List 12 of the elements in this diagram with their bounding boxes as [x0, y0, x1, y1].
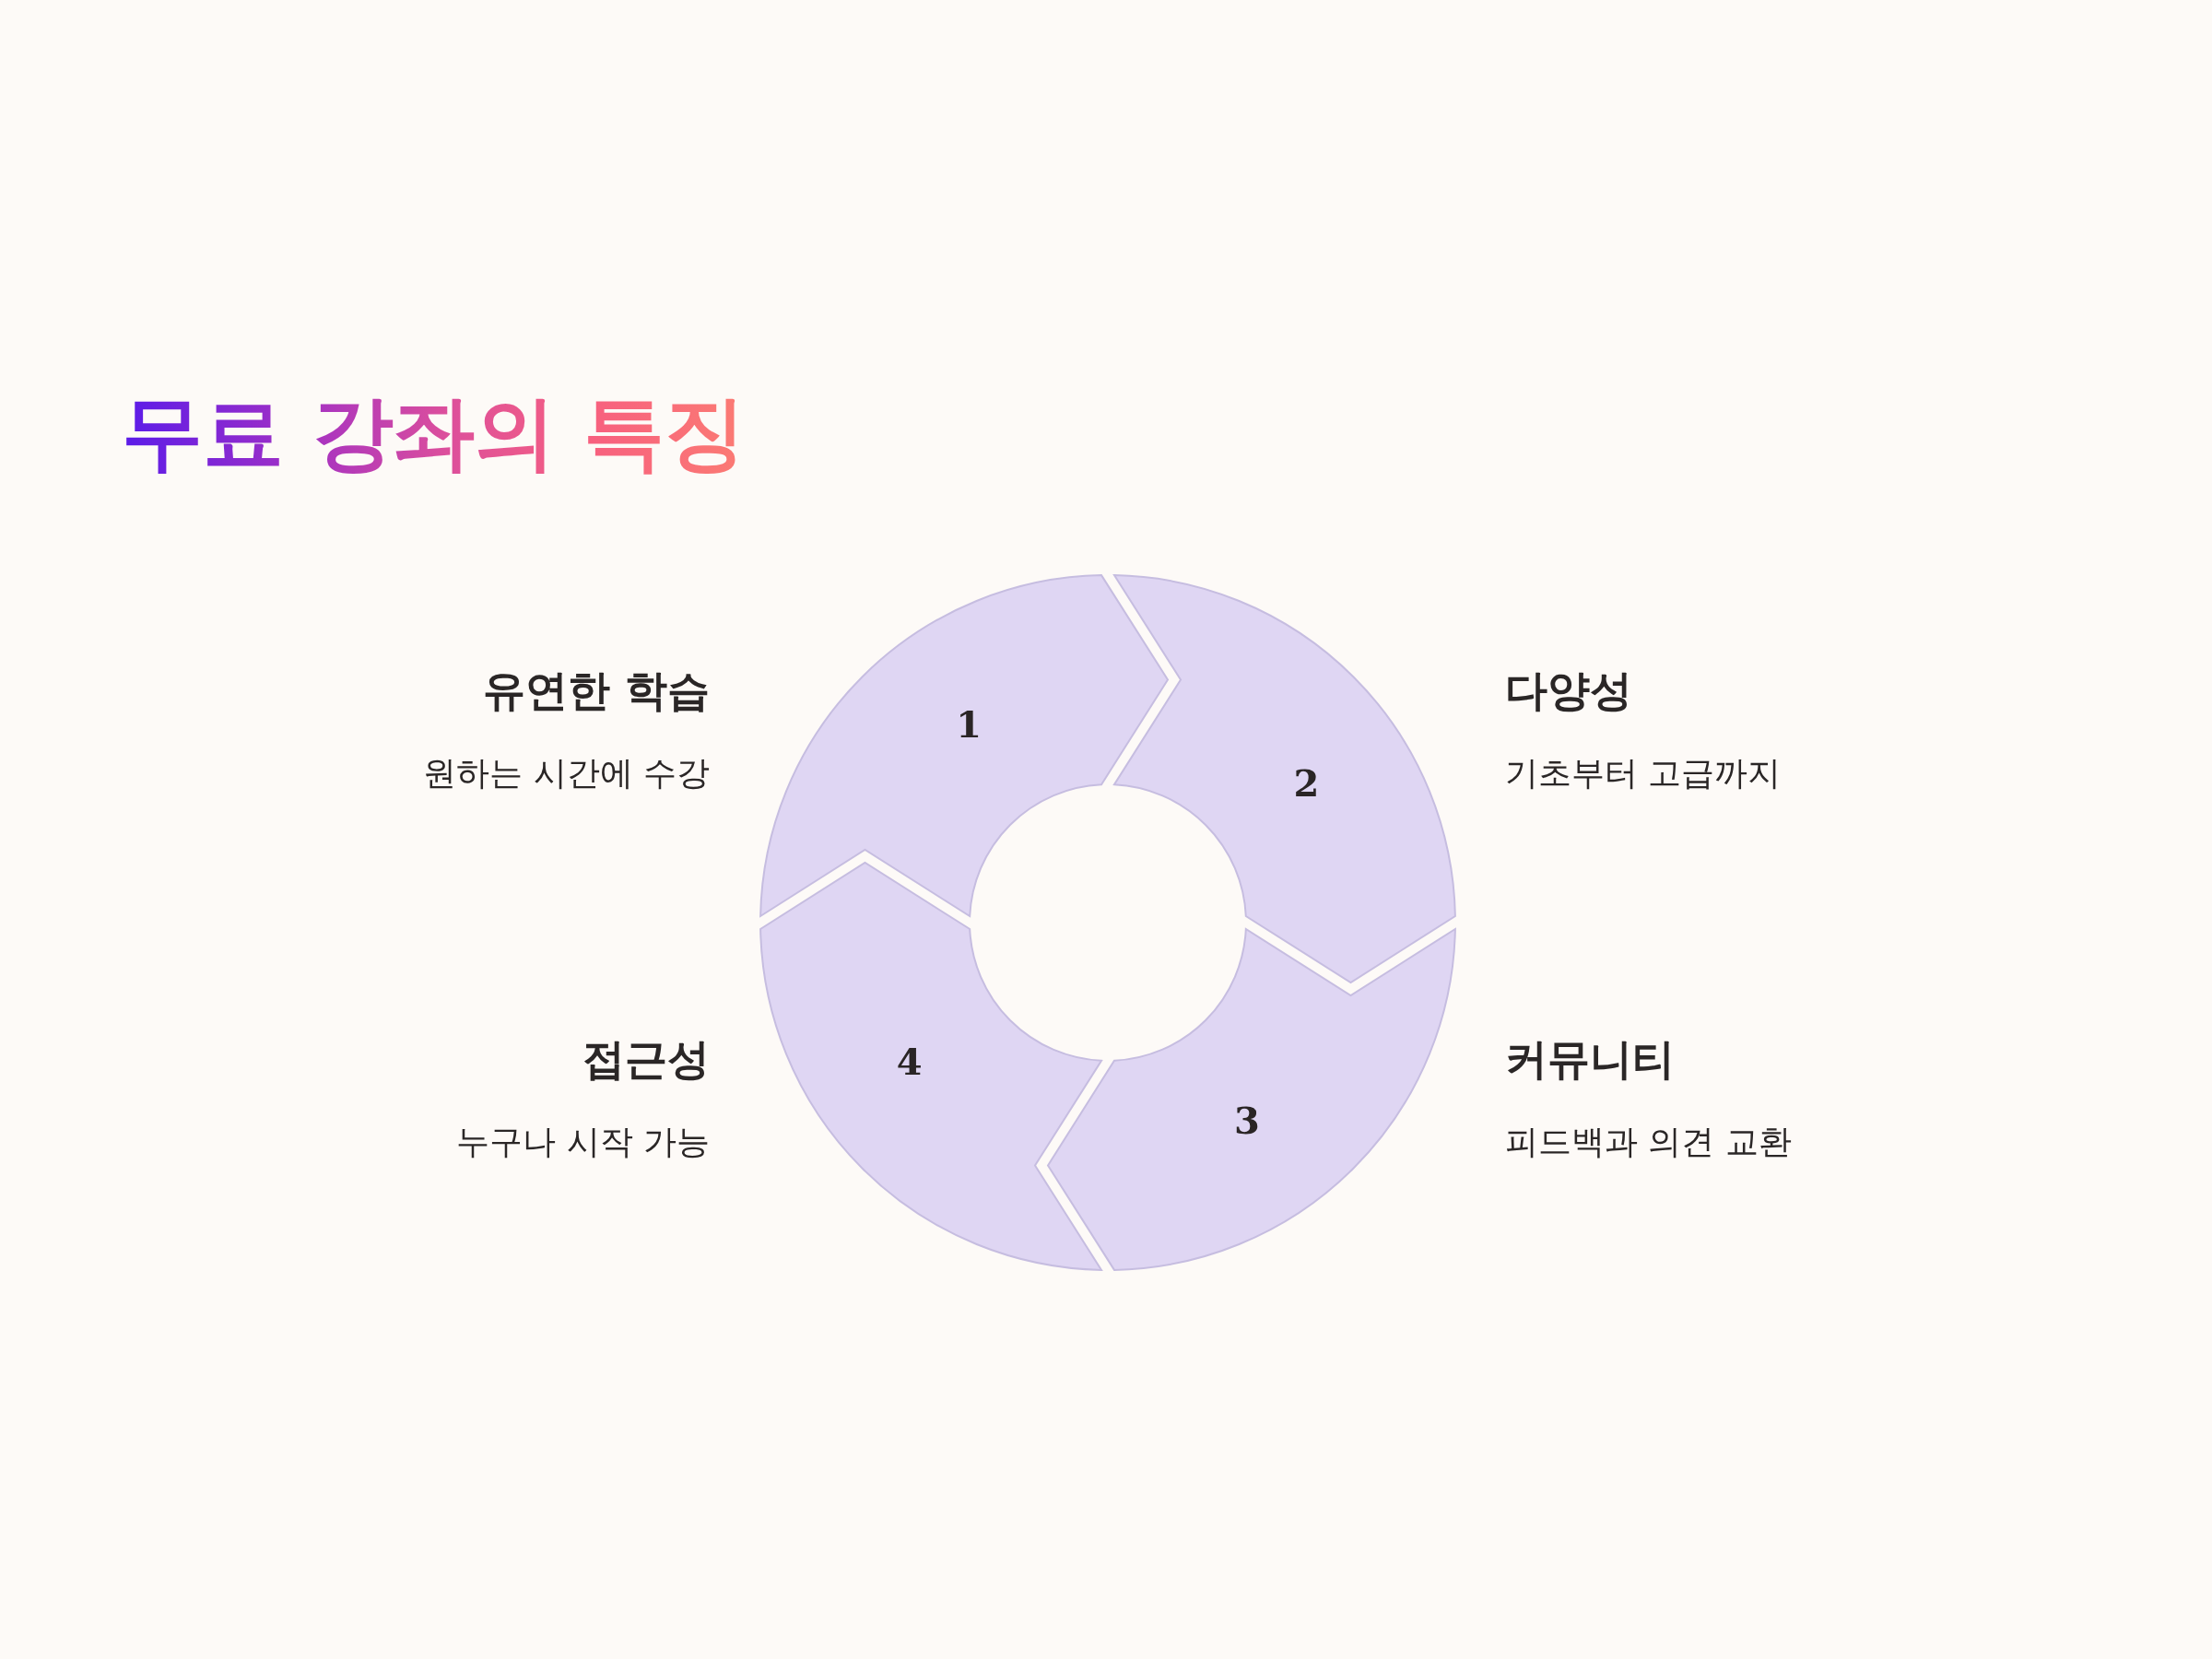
feature-description: 원하는 시간에 수강 [423, 753, 710, 794]
feature-description: 기초부터 고급까지 [1505, 753, 1782, 794]
feature-heading: 접근성 [582, 1034, 710, 1086]
feature-heading: 커뮤니티 [1505, 1034, 1675, 1086]
feature-heading: 유연한 학습 [483, 665, 710, 717]
step-number: 2 [1293, 765, 1320, 803]
step-number: 4 [896, 1042, 923, 1080]
feature-description: 피드백과 의견 교환 [1505, 1122, 1792, 1162]
step-number: 1 [956, 705, 982, 743]
feature-description: 누구나 시작 가능 [456, 1122, 710, 1162]
feature-heading: 다양성 [1505, 665, 1632, 717]
step-number: 3 [1233, 1102, 1260, 1140]
